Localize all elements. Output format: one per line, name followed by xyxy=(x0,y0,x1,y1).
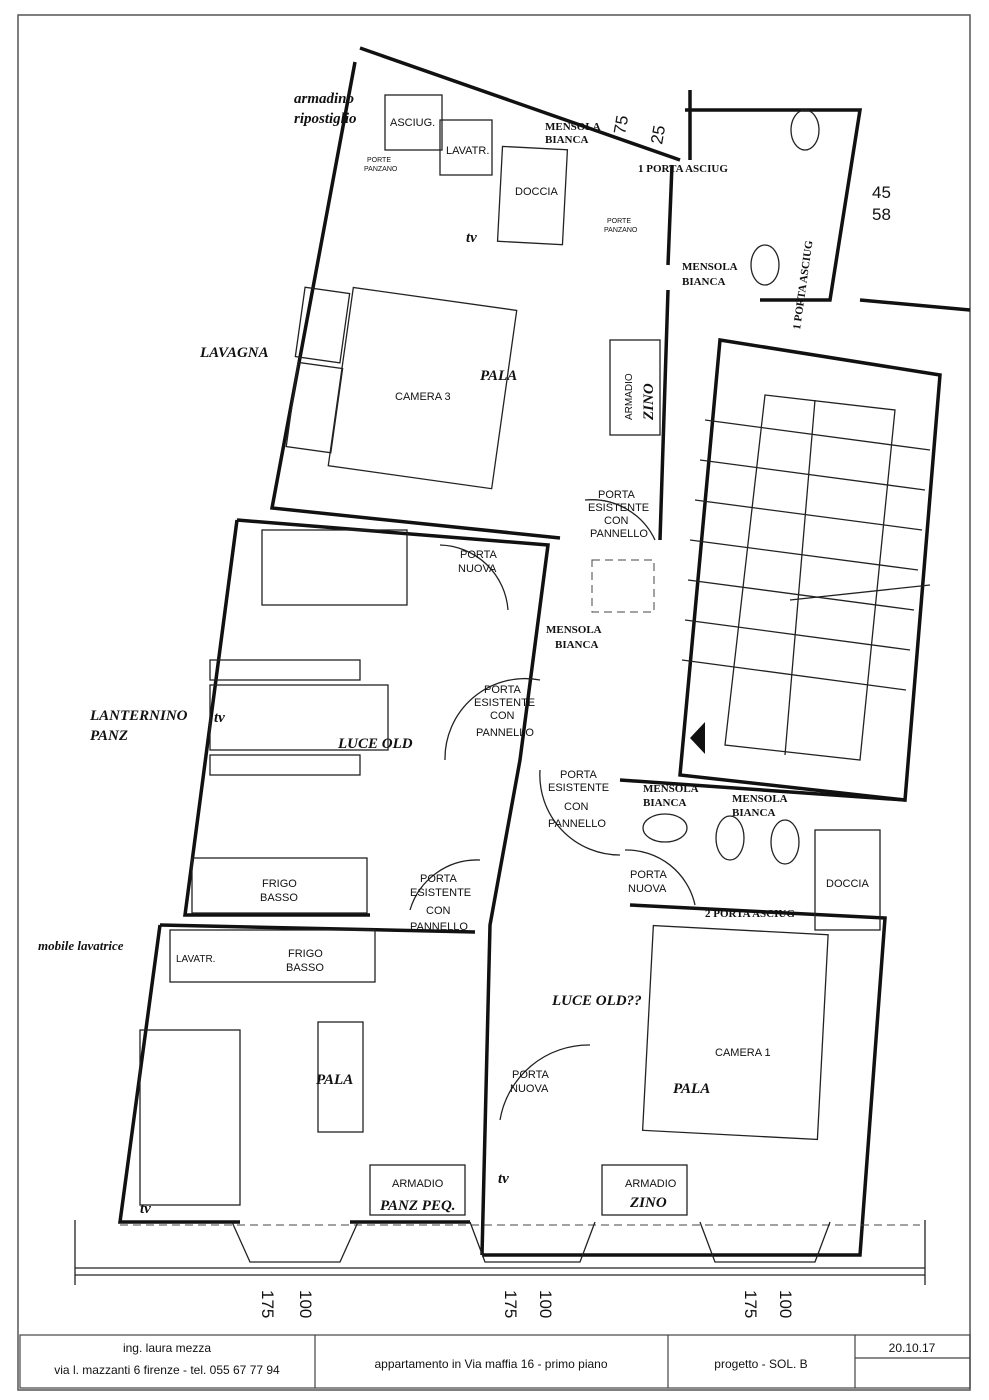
dim-100: 100 xyxy=(296,1290,315,1318)
sheet-border xyxy=(17,14,971,1391)
fixtures xyxy=(139,94,881,1216)
plan-label: LAVATR. xyxy=(176,954,215,965)
plan-label: tv xyxy=(466,230,477,246)
plan-label: ZINO xyxy=(641,383,657,421)
dim-58: 58 xyxy=(872,205,891,224)
plan-label: CON xyxy=(564,801,589,813)
plan-label: NUOVA xyxy=(628,883,667,895)
plan-label: ARMADIO xyxy=(625,1178,677,1190)
plan-label: tv xyxy=(140,1201,151,1217)
stair-arrow-icon xyxy=(690,722,705,754)
plan-label: CAMERA 3 xyxy=(395,391,451,403)
plan-label: tv xyxy=(214,710,225,726)
staircase xyxy=(681,394,931,761)
plan-label: PORTA xyxy=(630,869,668,881)
plan-label: DOCCIA xyxy=(826,878,869,890)
plan-label: BIANCA xyxy=(555,639,598,651)
plan-label: PANNELLO xyxy=(590,528,648,540)
plan-label: PANNELLO xyxy=(476,727,534,739)
plan-label: tv xyxy=(498,1171,509,1187)
plan-label: MENSOLA xyxy=(682,261,738,273)
plan-label: ARMADIO xyxy=(392,1178,444,1190)
plan-label: mobile lavatrice xyxy=(38,938,124,953)
plan-label: CAMERA 1 xyxy=(715,1047,771,1059)
date: 20.10.17 xyxy=(889,1341,936,1355)
plan-label: CON xyxy=(426,905,451,917)
dim-175: 175 xyxy=(741,1290,760,1318)
plan-label: FRIGO xyxy=(262,878,297,890)
plan-label: LUCE OLD?? xyxy=(551,993,642,1009)
project-title: appartamento in Via maffia 16 - primo pi… xyxy=(374,1357,607,1371)
plan-label: PORTA xyxy=(560,769,598,781)
dim-45: 45 xyxy=(872,183,891,202)
plan-label: CON xyxy=(490,710,515,722)
title-block: ing. laura mezza via l. mazzanti 6 firen… xyxy=(19,1334,971,1389)
plan-label: ARMADIO xyxy=(624,373,635,420)
plan-label: ESISTENTE xyxy=(474,697,535,709)
address: via l. mazzanti 6 firenze - tel. 055 67 … xyxy=(54,1363,280,1377)
plan-label: 2 PORTA ASCIUG xyxy=(705,908,795,920)
plan-label: PORTA xyxy=(598,489,636,501)
plan-label: PALA xyxy=(316,1072,353,1088)
dim-100: 100 xyxy=(536,1290,555,1318)
plan-label: MENSOLA xyxy=(732,793,788,805)
plan-label: CON xyxy=(604,515,629,527)
plan-label: PORTA xyxy=(484,684,522,696)
plan-label: BIANCA xyxy=(682,276,725,288)
plan-label: BIANCA xyxy=(643,797,686,809)
dimension-lines xyxy=(74,1220,926,1285)
plan-label: PORTE xyxy=(607,218,631,225)
plan-label: BASSO xyxy=(286,962,324,974)
plan-label: NUOVA xyxy=(458,563,497,575)
plan-label: ZINO xyxy=(629,1195,667,1211)
plan-label: ESISTENTE xyxy=(410,887,471,899)
plan-label: MENSOLA xyxy=(643,783,699,795)
label-armadino: armadino xyxy=(294,91,354,107)
plan-label: PORTA xyxy=(460,549,498,561)
plan-label: MENSOLA xyxy=(546,624,602,636)
plan-label: PANZANO xyxy=(364,166,398,173)
plan-label: 1 PORTA ASCIUG xyxy=(791,239,815,330)
plan-label: BIANCA xyxy=(732,807,775,819)
dim-175: 175 xyxy=(258,1290,277,1318)
dim-175: 175 xyxy=(501,1290,520,1318)
plan-label: NUOVA xyxy=(510,1083,549,1095)
plan-label: BASSO xyxy=(260,892,298,904)
room-labels: armadino ripostiglio ASCIUG. LAVATR. DOC… xyxy=(38,91,869,1217)
project-phase: progetto - SOL. B xyxy=(714,1357,807,1371)
plan-label: BIANCA xyxy=(545,134,588,146)
plan-label: PANNELLO xyxy=(548,818,606,830)
plan-label: LUCE OLD xyxy=(337,736,413,752)
plan-label: PORTA xyxy=(420,873,458,885)
plan-label: FRIGO xyxy=(288,948,323,960)
label-ripostiglio: ripostiglio xyxy=(294,111,357,127)
label-lavatr: LAVATR. xyxy=(446,145,489,157)
plan-label: PANZ xyxy=(90,728,128,744)
author: ing. laura mezza xyxy=(123,1341,211,1355)
plan-label: PALA xyxy=(673,1081,710,1097)
plan-label: PANZ PEQ. xyxy=(380,1198,456,1214)
dim-75: 75 xyxy=(610,114,632,136)
walls xyxy=(117,46,971,1257)
plan-label: PALA xyxy=(480,368,517,384)
plan-label: 1 PORTA ASCIUG xyxy=(638,163,728,175)
label-asciug: ASCIUG. xyxy=(390,117,435,129)
plan-label: PORTA xyxy=(512,1069,550,1081)
plan-label: PANNELLO xyxy=(410,921,468,933)
dim-100: 100 xyxy=(776,1290,795,1318)
label-doccia: DOCCIA xyxy=(515,186,558,198)
plan-label: ESISTENTE xyxy=(588,502,649,514)
plan-label: MENSOLA xyxy=(545,121,601,133)
plan-label: PORTE xyxy=(367,157,391,164)
plan-label: ESISTENTE xyxy=(548,782,609,794)
plan-label: LANTERNINO xyxy=(89,708,188,724)
plan-label: PANZANO xyxy=(604,227,638,234)
dim-25: 25 xyxy=(647,124,669,146)
plan-label: LAVAGNA xyxy=(199,345,269,361)
